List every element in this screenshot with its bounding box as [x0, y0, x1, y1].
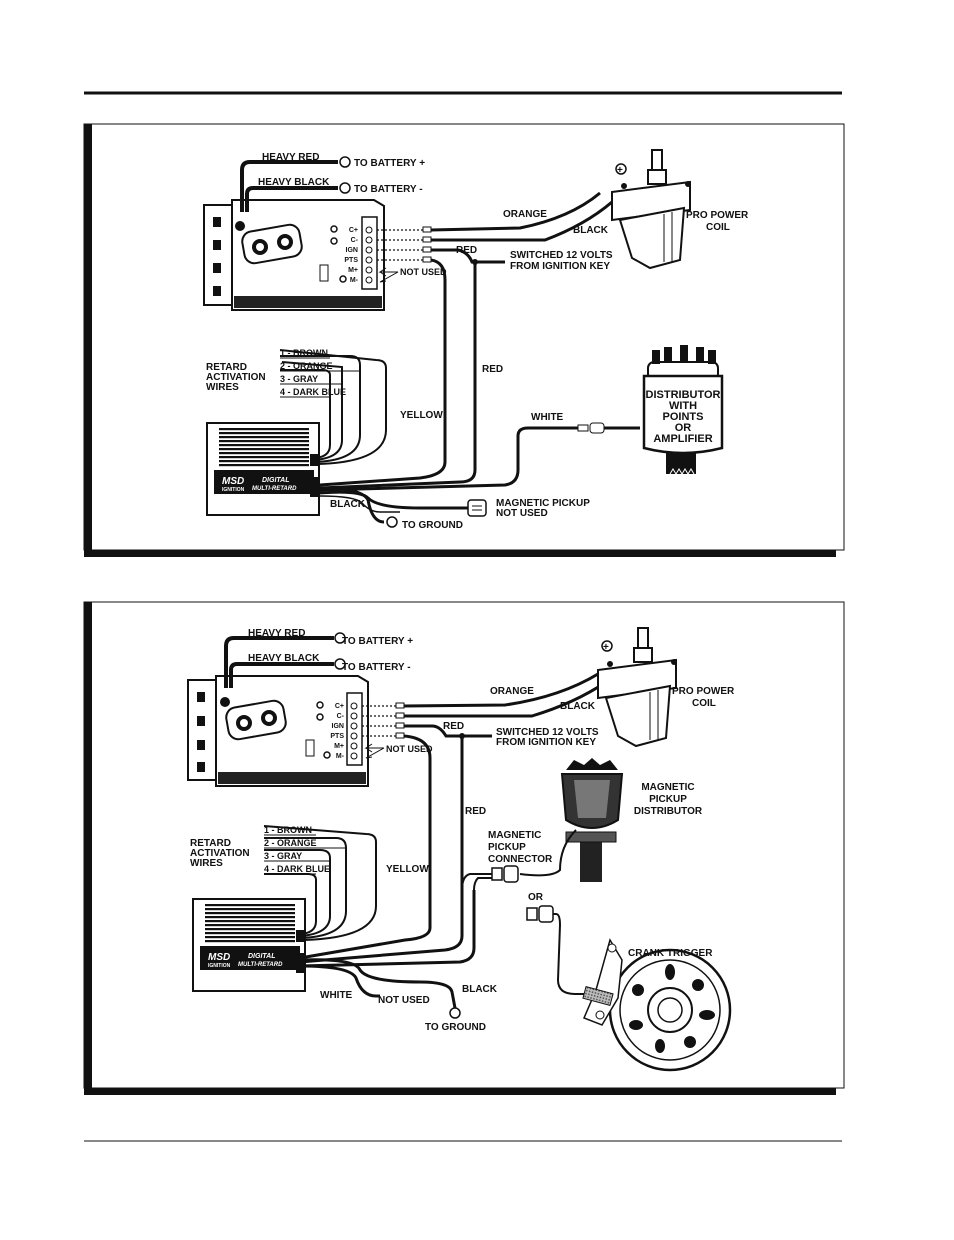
- retard-label-3: WIRES: [190, 858, 223, 869]
- mag-dist-label-2: PICKUP: [649, 794, 687, 805]
- mag-dist-label-1: MAGNETIC: [641, 782, 694, 793]
- mag-dist-label-3: DISTRIBUTOR: [634, 806, 703, 817]
- to-battery-pos-label: TO BATTERY +: [354, 158, 425, 169]
- red-wire-label: RED: [443, 721, 464, 732]
- plus-icon: +: [603, 642, 609, 653]
- wire-3-label: 3 - GRAY: [280, 374, 318, 384]
- retard-label-2: ACTIVATION: [190, 848, 250, 859]
- msd-sub-logo: IGNITION: [222, 487, 245, 493]
- yellow-label: YELLOW: [400, 410, 443, 421]
- not-used-label: NOT USED: [400, 267, 447, 277]
- to-battery-neg-label: TO BATTERY -: [354, 184, 423, 195]
- terminal-label: M-: [350, 277, 359, 284]
- black-ground-label: BLACK: [330, 499, 366, 510]
- heavy-black-label: HEAVY BLACK: [248, 653, 320, 664]
- mag-conn-label-3: CONNECTOR: [488, 854, 553, 865]
- wiring-diagram-2: C+ C- IGN PTS M+ M- HEAVY RED HEAVY BLAC…: [83, 601, 845, 1095]
- not-used-bottom-label: NOT USED: [378, 995, 430, 1006]
- to-battery-pos-label: TO BATTERY +: [342, 636, 413, 647]
- distributor-label-3: POINTS: [663, 411, 704, 423]
- heavy-red-label: HEAVY RED: [248, 628, 305, 639]
- digital-logo: DIGITAL: [262, 477, 289, 484]
- wire-2-label: 2 - ORANGE: [280, 361, 333, 371]
- distributor-label-2: WITH: [669, 400, 697, 412]
- orange-wire-label: ORANGE: [503, 209, 547, 220]
- msd-sub-logo: IGNITION: [208, 963, 231, 969]
- terminal-label: M-: [336, 753, 345, 760]
- terminal-label: C+: [335, 703, 344, 710]
- to-battery-neg-label: TO BATTERY -: [342, 662, 411, 673]
- orange-wire-label: ORANGE: [490, 686, 534, 697]
- wire-1-label: 1 - BROWN: [280, 348, 328, 358]
- ignition-key-label: FROM IGNITION KEY: [510, 261, 610, 272]
- magnetic-pickup-distributor: [519, 758, 624, 882]
- coil-label-2: COIL: [706, 222, 730, 233]
- terminal-label: C-: [337, 713, 345, 720]
- switched-12v-label: SWITCHED 12 VOLTS: [496, 727, 599, 738]
- msd-logo: MSD: [222, 476, 244, 487]
- red-wire-label: RED: [456, 245, 477, 256]
- retard-label-1: RETARD: [206, 362, 247, 373]
- coil-label-2: COIL: [692, 698, 716, 709]
- black-label: BLACK: [462, 984, 498, 995]
- distributor-points: [642, 345, 724, 475]
- ignition-box: C+ C- IGN PTS M+ M-: [187, 675, 369, 787]
- plus-icon: +: [617, 165, 623, 176]
- mag-conn-label-2: PICKUP: [488, 842, 526, 853]
- ignition-key-label: FROM IGNITION KEY: [496, 737, 596, 748]
- terminal-label: M+: [348, 267, 358, 274]
- red-mid-label: RED: [482, 364, 503, 375]
- distributor-label-4: OR: [675, 422, 692, 434]
- msd-logo: MSD: [208, 952, 230, 963]
- retard-label-1: RETARD: [190, 838, 231, 849]
- heavy-red-label: HEAVY RED: [262, 152, 319, 163]
- white-wire-label: WHITE: [531, 412, 564, 423]
- wiring-diagram-1: C+ C- IGN PTS M+ M- HEAVY RED HEAVY BLAC…: [83, 123, 845, 557]
- crank-trigger-label: CRANK TRIGGER: [628, 948, 713, 959]
- red-mid-label: RED: [465, 806, 486, 817]
- black-coil-wire-label: BLACK: [560, 701, 596, 712]
- terminal-label: C-: [351, 237, 359, 244]
- terminal-label: M+: [334, 743, 344, 750]
- distributor-label-1: DISTRIBUTOR: [646, 389, 721, 401]
- multi-retard-box: MSD IGNITION DIGITAL MULTI-RETARD: [192, 898, 306, 992]
- terminal-label: PTS: [330, 733, 344, 740]
- terminal-label: C+: [349, 227, 358, 234]
- wire-4-label: 4 - DARK BLUE: [280, 387, 346, 397]
- coil-label-1: PRO POWER: [686, 210, 749, 221]
- distributor-label-5: AMPLIFIER: [653, 433, 712, 445]
- wire-3-label: 3 - GRAY: [264, 851, 302, 861]
- to-ground-label: TO GROUND: [402, 520, 463, 531]
- retard-label-3: WIRES: [206, 382, 239, 393]
- multi-retard-box: MSD IGNITION DIGITAL MULTI-RETARD: [206, 422, 320, 516]
- heavy-black-label: HEAVY BLACK: [258, 177, 330, 188]
- mag-pickup-label-1: MAGNETIC PICKUP: [496, 498, 590, 509]
- yellow-label: YELLOW: [386, 864, 429, 875]
- wire-2-label: 2 - ORANGE: [264, 838, 317, 848]
- terminal-label: IGN: [332, 723, 344, 730]
- digital-logo: DIGITAL: [248, 953, 275, 960]
- black-coil-wire-label: BLACK: [573, 225, 609, 236]
- pro-power-coil: +: [597, 627, 677, 748]
- switched-12v-label: SWITCHED 12 VOLTS: [510, 250, 613, 261]
- terminal-label: PTS: [344, 257, 358, 264]
- or-label: OR: [528, 892, 544, 903]
- terminal-label: IGN: [346, 247, 358, 254]
- ignition-box: C+ C- IGN PTS M+ M-: [203, 199, 385, 311]
- coil-label-1: PRO POWER: [672, 686, 735, 697]
- pro-power-coil: +: [611, 149, 691, 270]
- multi-retard-logo: MULTI-RETARD: [238, 962, 283, 968]
- not-used-label: NOT USED: [386, 744, 433, 754]
- white-label: WHITE: [320, 990, 353, 1001]
- crank-trigger: [582, 938, 732, 1072]
- wire-4-label: 4 - DARK BLUE: [264, 864, 330, 874]
- mag-pickup-label-2: NOT USED: [496, 508, 548, 519]
- retard-label-2: ACTIVATION: [206, 372, 266, 383]
- wire-1-label: 1 - BROWN: [264, 825, 312, 835]
- to-ground-label: TO GROUND: [425, 1022, 486, 1033]
- multi-retard-logo: MULTI-RETARD: [252, 486, 297, 492]
- mag-conn-label-1: MAGNETIC: [488, 830, 541, 841]
